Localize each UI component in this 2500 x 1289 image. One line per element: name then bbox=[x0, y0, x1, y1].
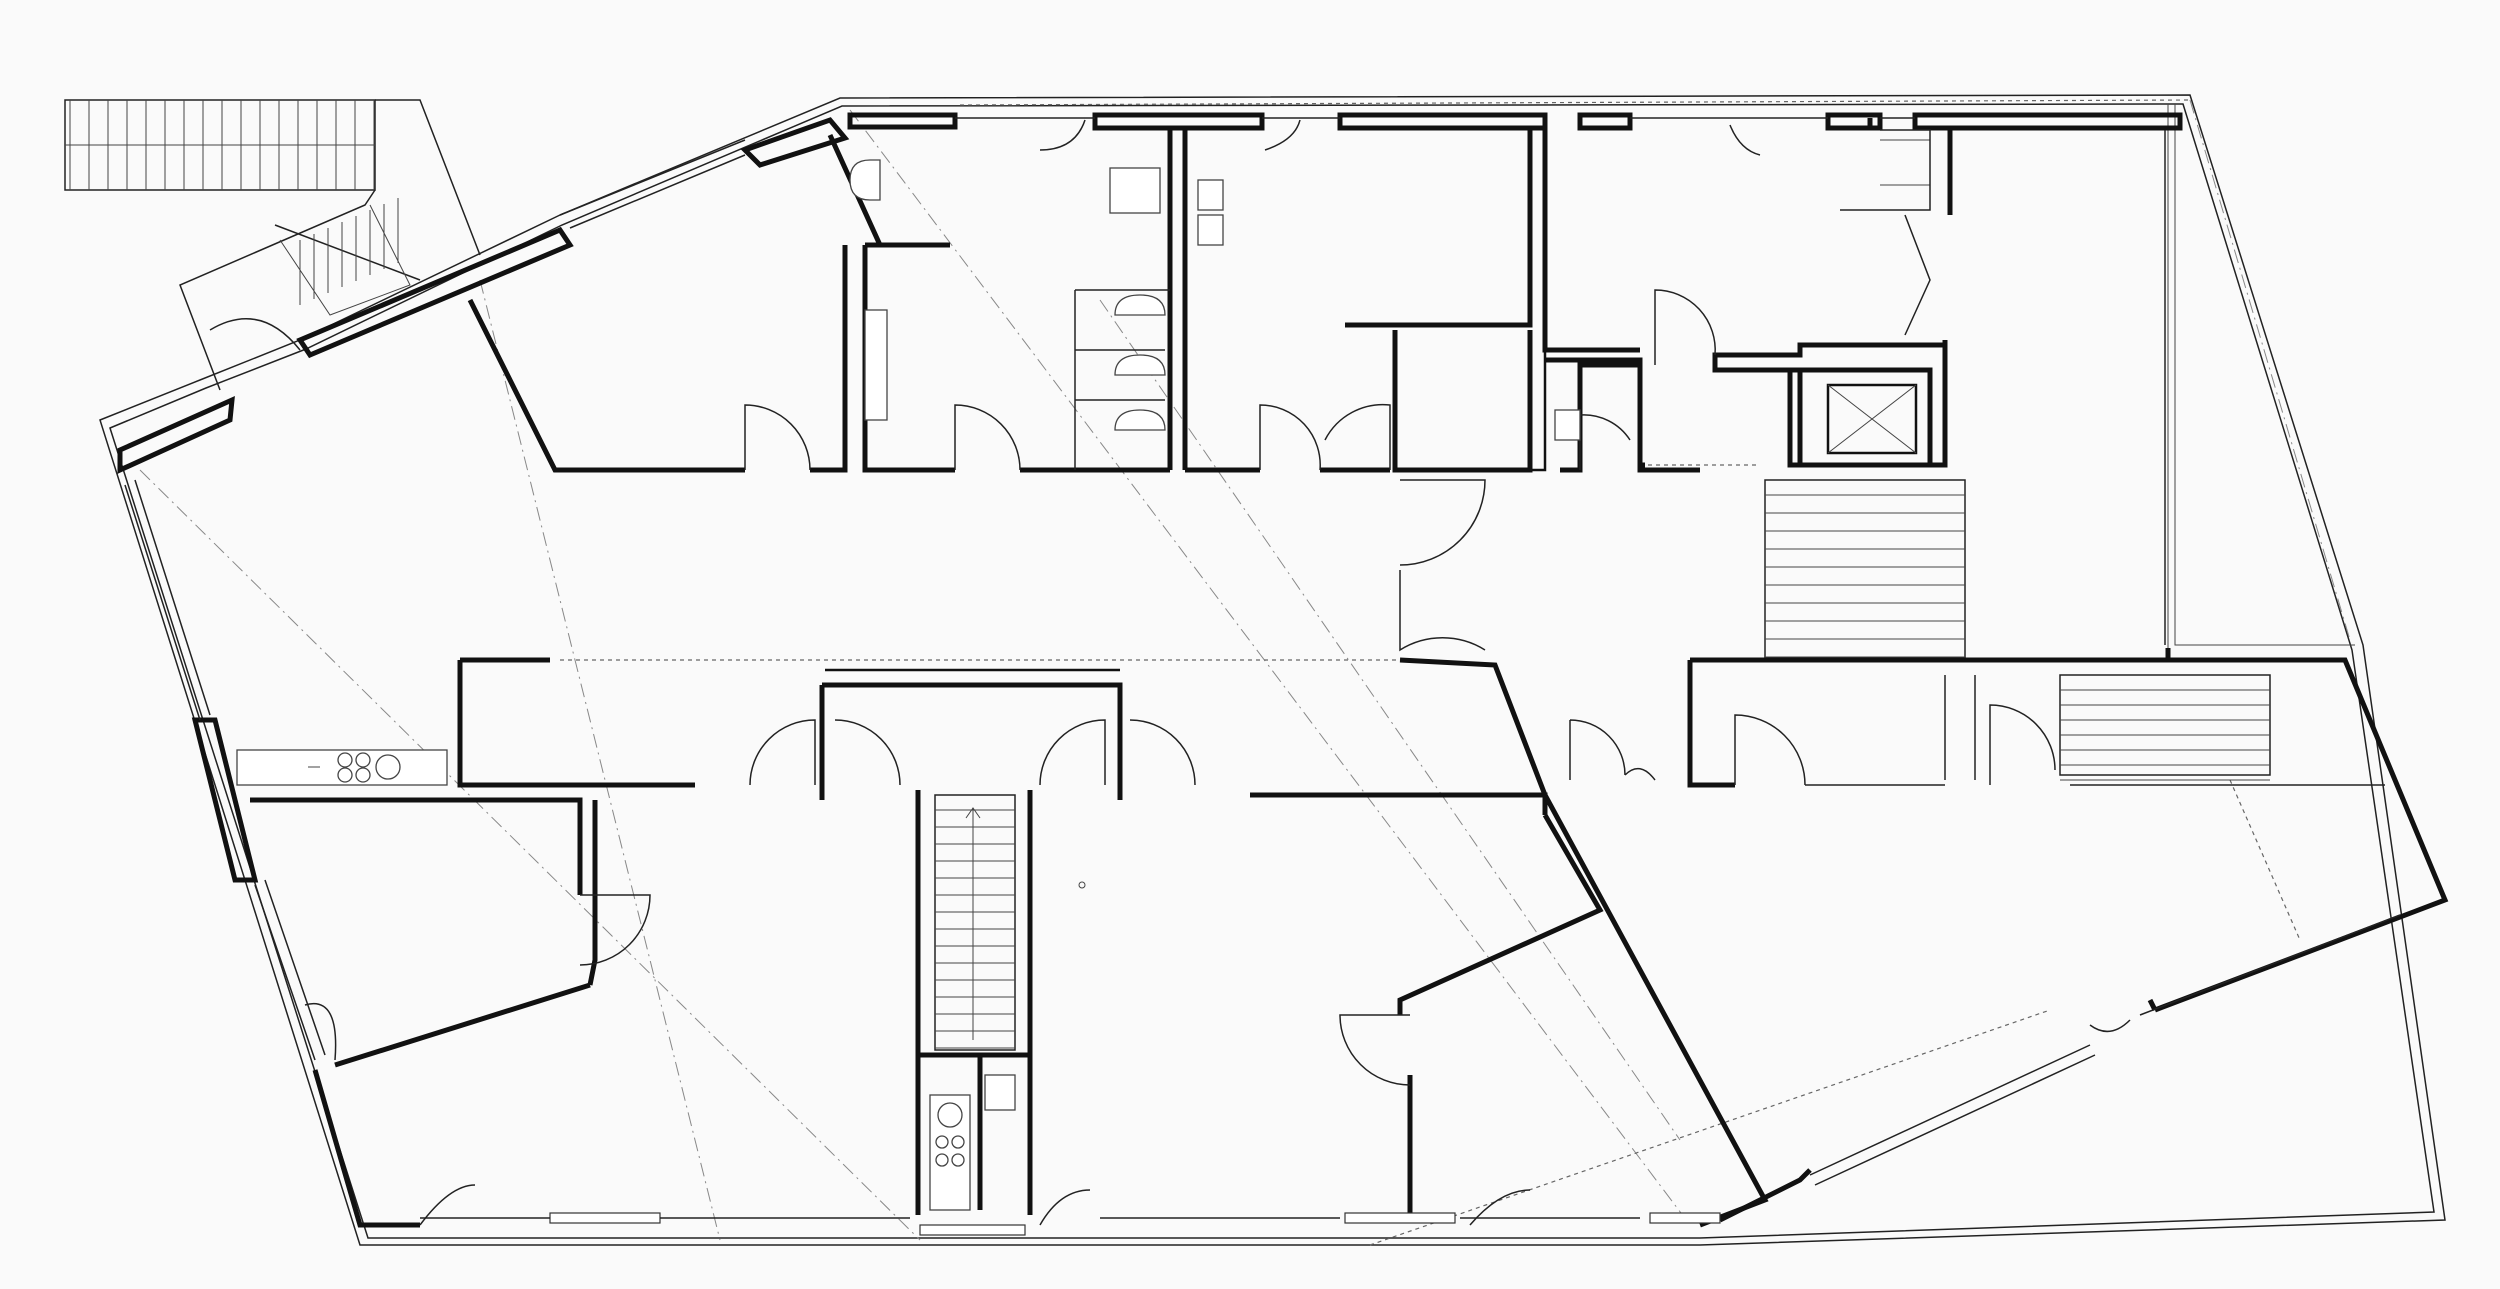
doors bbox=[304, 119, 2131, 1226]
south-walls bbox=[191, 648, 2449, 1228]
fixtures bbox=[236, 129, 1931, 1211]
external-stair bbox=[64, 99, 481, 391]
windows bbox=[124, 117, 2401, 1236]
guide-lines bbox=[139, 99, 2351, 1246]
building-envelope bbox=[99, 94, 2446, 1246]
core-walls bbox=[1764, 367, 1966, 661]
